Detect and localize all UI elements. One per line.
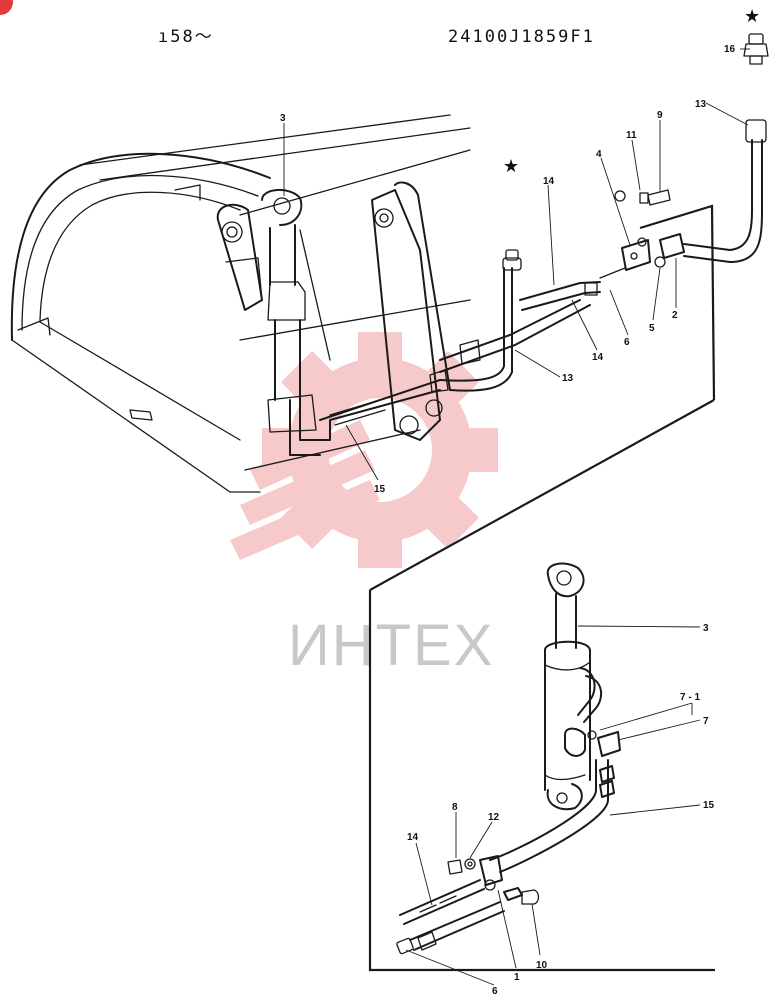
- callout-13-mid: 13: [562, 373, 574, 384]
- star-icon: ★: [744, 6, 760, 27]
- callout-14-upper: 14: [543, 176, 555, 187]
- callout-13-right: 13: [695, 99, 707, 110]
- callout-6-upper: 6: [624, 337, 630, 348]
- callout-15-detail: 15: [703, 800, 715, 811]
- frame-link: [369, 399, 715, 591]
- upper-frame: [639, 204, 716, 401]
- star-icon: ★: [503, 156, 519, 177]
- serial-range: ı58〜: [158, 27, 214, 47]
- callout-10: 10: [536, 960, 548, 971]
- leader-lines: [283, 48, 750, 986]
- watermark-text: ИНТЕХ: [288, 613, 494, 678]
- callout-14-lower: 14: [592, 352, 604, 363]
- callout-12: 12: [488, 812, 500, 823]
- callout-8: 8: [452, 802, 458, 813]
- red-circle-icon: [0, 0, 13, 15]
- loader-assembly-drawing: [10, 33, 769, 493]
- callout-5: 5: [649, 323, 655, 334]
- callout-labels: 3 15 16 13 9 11 4 14 2 5 6 14 13 3 7 - 1…: [280, 44, 736, 997]
- cylinder-detail-drawing: [396, 562, 621, 955]
- callout-9: 9: [657, 110, 663, 121]
- callout-4: 4: [596, 149, 602, 160]
- callout-15-top: 15: [374, 484, 386, 495]
- watermark-gear-icon: [230, 332, 498, 568]
- callout-2: 2: [672, 310, 678, 321]
- callout-6-detail: 6: [492, 986, 498, 997]
- callout-3-detail: 3: [703, 623, 709, 634]
- callout-11: 11: [626, 130, 637, 141]
- callout-3-top: 3: [280, 113, 286, 124]
- callout-7-1: 7 - 1: [680, 692, 700, 703]
- callout-7: 7: [703, 716, 709, 727]
- callout-14-detail: 14: [407, 832, 419, 843]
- callout-1: 1: [514, 972, 520, 983]
- detail-frame: [368, 590, 715, 972]
- part-code: 24100J1859F1: [448, 27, 595, 47]
- callout-16: 16: [724, 44, 736, 55]
